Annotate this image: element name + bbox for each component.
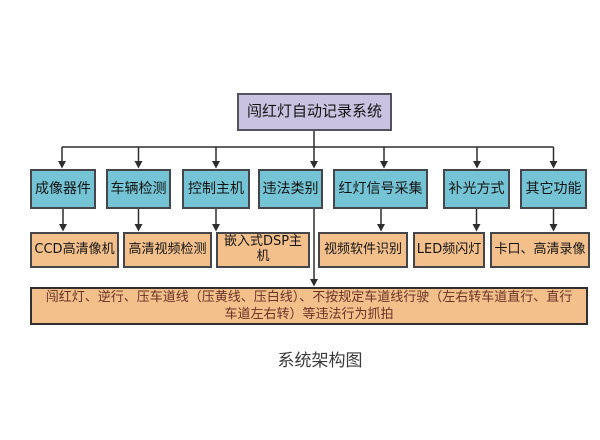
node-module-violation-category: 违法类别 <box>258 169 323 209</box>
node-component-video-software-recognition: 视频软件识别 <box>318 232 408 268</box>
node-component-embedded-dsp-host: 嵌入式DSP主机 <box>216 232 310 268</box>
node-violation-behaviors: 闯红灯、逆行、压车道线（压黄线、压白线）、不按规定车道线行驶（左右转车道直行、直… <box>30 287 588 325</box>
node-module-control-host: 控制主机 <box>182 169 250 209</box>
node-module-vehicle-detection: 车辆检测 <box>106 169 171 209</box>
node-root-system: 闯红灯自动记录系统 <box>237 93 392 131</box>
node-module-fill-light: 补光方式 <box>443 169 510 209</box>
node-module-red-light-signal: 红灯信号采集 <box>333 169 428 209</box>
node-module-imaging-device: 成像器件 <box>30 169 96 209</box>
violation-behaviors-line2: 车道左右转）等违法行为抓拍 <box>224 307 394 322</box>
node-module-other-functions: 其它功能 <box>520 169 587 209</box>
node-component-ccd-camera: CCD高清像机 <box>30 232 119 268</box>
node-component-led-strobe-light: LED频闪灯 <box>413 232 485 268</box>
violation-behaviors-line1: 闯红灯、逆行、压车道线（压黄线、压白线）、不按规定车道线行驶（左右转车道直行、直… <box>45 290 573 305</box>
node-component-hd-video-detection: 高清视频检测 <box>123 232 212 268</box>
node-component-checkpoint-hd-recording: 卡口、高清录像 <box>490 232 590 268</box>
diagram-caption: 系统架构图 <box>277 351 363 371</box>
